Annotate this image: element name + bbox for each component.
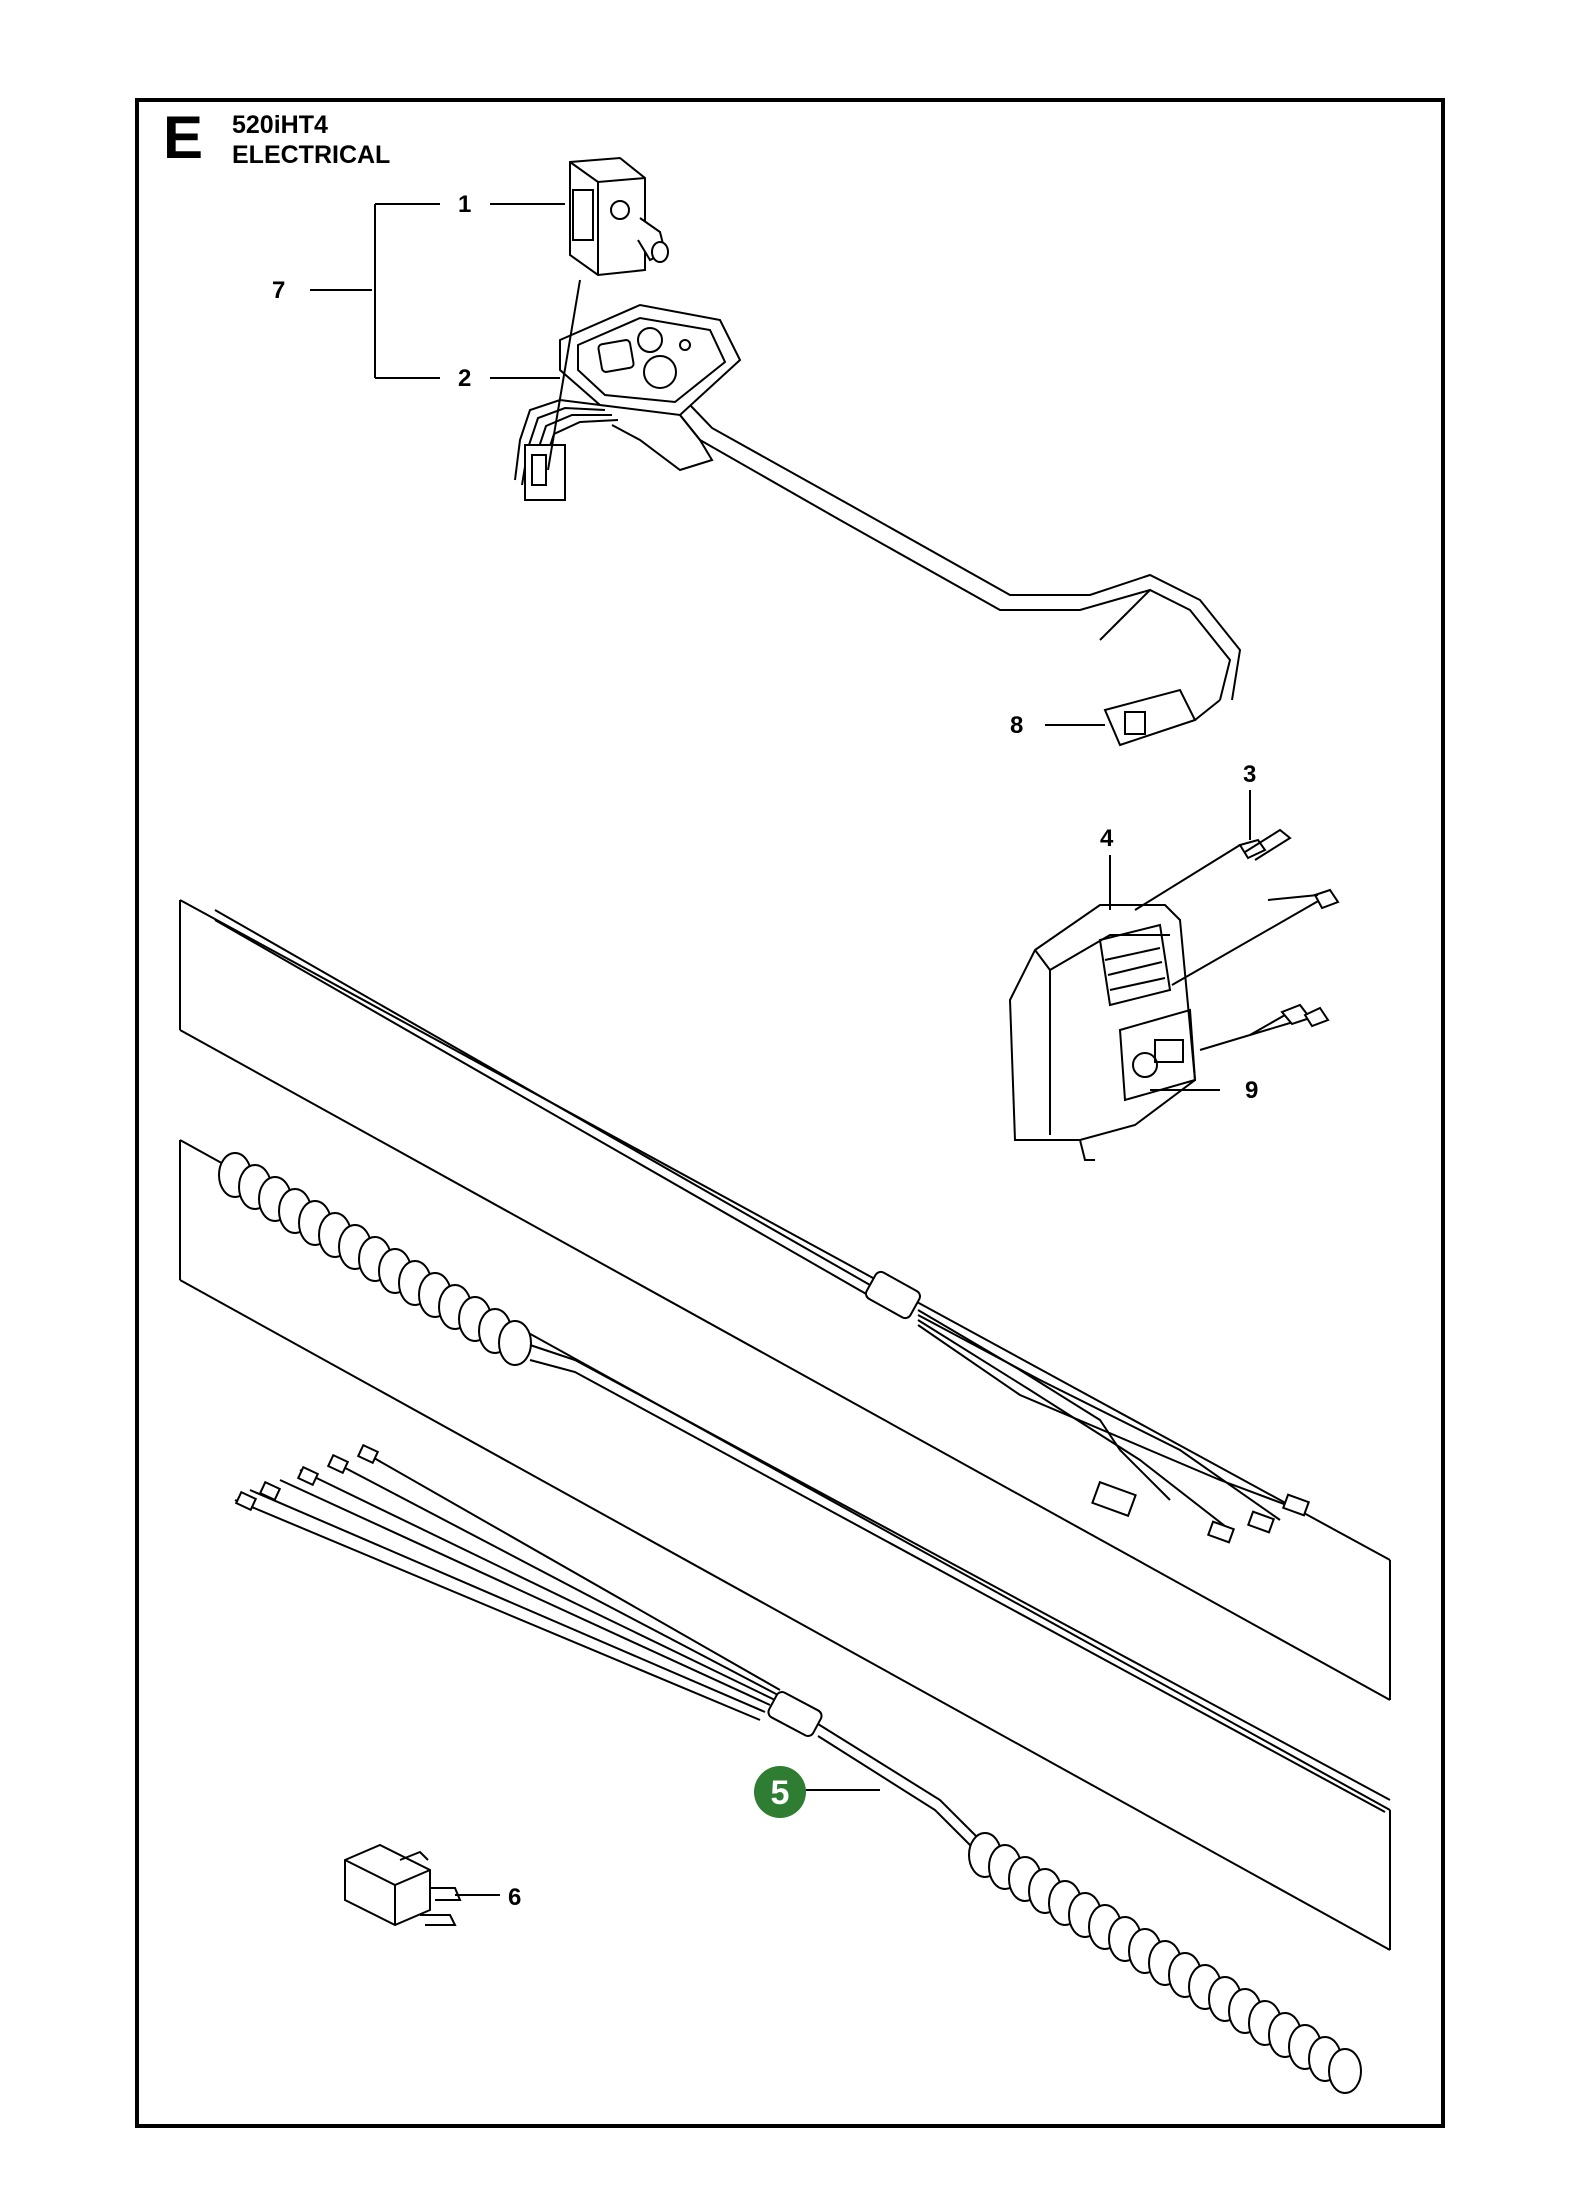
callout-6: 6 (508, 1884, 521, 1911)
part-cable-connector (1103, 688, 1221, 747)
harness-lower-cable (234, 1443, 981, 1851)
page-frame (135, 98, 1445, 2128)
callout-8: 8 (1010, 712, 1023, 739)
section-title: ELECTRICAL (232, 141, 391, 169)
callout-1: 1 (458, 191, 471, 218)
part-micro-switch (344, 1843, 462, 1927)
harness-upper-cable (214, 909, 1311, 1544)
section-letter: E (163, 104, 204, 171)
callout-5: 5 (771, 1774, 790, 1812)
part-switch (569, 156, 669, 277)
part-wire-bundle (514, 398, 714, 501)
callout-5-badge: 5 (754, 1766, 806, 1818)
harness-lower-coil (968, 1832, 1362, 2094)
callout-2: 2 (458, 365, 471, 392)
part-control-module (1008, 904, 1197, 1161)
callout-3: 3 (1243, 761, 1256, 788)
harness-upper-outline (179, 899, 1391, 1701)
callout-7: 7 (272, 277, 285, 304)
harness-upper-coil (218, 1152, 1391, 1813)
part-control-panel (559, 303, 1242, 701)
leader-lines (310, 203, 1251, 1896)
callout-9: 9 (1245, 1077, 1258, 1104)
part-screws (1134, 828, 1340, 1051)
model-name: 520iHT4 (232, 111, 328, 139)
highlight-badge (754, 1766, 806, 1818)
callout-4: 4 (1100, 825, 1114, 852)
